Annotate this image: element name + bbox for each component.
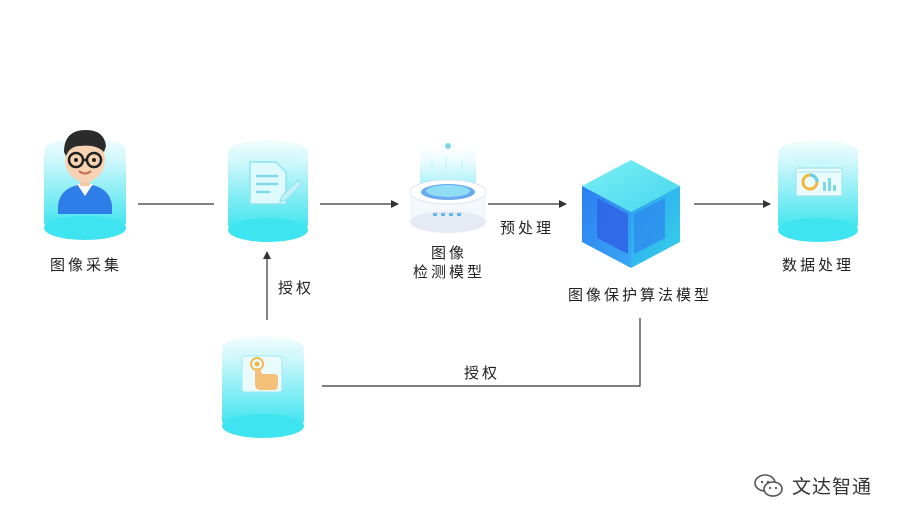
label-image-capture: 图像采集 [49, 256, 122, 274]
document-edit-icon [249, 161, 303, 205]
edge-label-authorize-horizontal: 授权 [464, 364, 501, 382]
brand-text: 文达智通 [791, 476, 872, 498]
brand-watermark: 文达智通 [754, 472, 872, 499]
label-detection-line1: 图像 [430, 244, 467, 262]
node-authorization-source [222, 336, 304, 438]
wechat-icon [754, 473, 783, 497]
label-protection-model: 图像保护算法模型 [567, 286, 712, 304]
label-data-processing: 数据处理 [781, 256, 854, 274]
connector-authorization-to-protection [322, 318, 641, 387]
tap-hand-icon [241, 355, 283, 393]
node-document [228, 140, 308, 242]
node-protection-model [561, 155, 701, 275]
edge-label-authorize-vertical: 授权 [278, 279, 315, 297]
person-icon [58, 130, 112, 214]
label-detection-line2: 检测模型 [412, 263, 485, 281]
node-detection-model [409, 143, 487, 233]
node-data-processing [778, 140, 858, 242]
label-detection-model: 图像 检测模型 [404, 244, 494, 282]
node-image-capture [44, 130, 126, 240]
dashboard-icon [795, 167, 843, 197]
edge-label-preprocess: 预处理 [500, 219, 555, 237]
